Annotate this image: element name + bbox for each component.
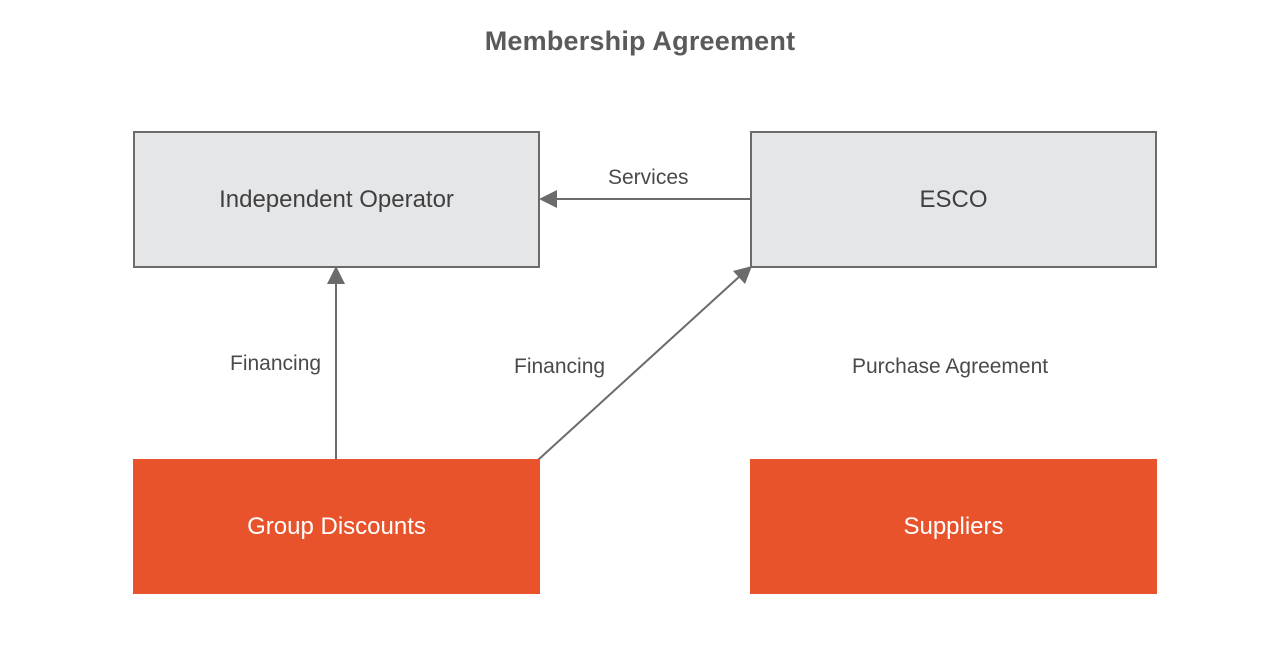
node-independent-operator-label: Independent Operator [219,185,454,213]
node-suppliers: Suppliers [750,459,1157,594]
node-esco-label: ESCO [919,185,988,213]
node-group-discounts: Group Discounts [133,459,540,594]
financing-esco-arrowhead [733,266,752,284]
edge-label-financing-operator: Financing [230,352,322,375]
diagram-title: Membership Agreement [484,26,796,56]
node-group-discounts-label: Group Discounts [247,512,426,540]
edge-label-purchase-agreement: Purchase Agreement [852,355,1049,378]
financing-operator-arrowhead [327,266,345,284]
services-arrowhead [539,190,557,208]
edge-label-financing-esco: Financing [514,355,606,378]
node-esco: ESCO [750,131,1157,268]
financing-esco-arrow-line [537,275,741,461]
node-independent-operator: Independent Operator [133,131,540,268]
node-suppliers-label: Suppliers [903,512,1004,540]
edge-label-services: Services [608,166,689,189]
